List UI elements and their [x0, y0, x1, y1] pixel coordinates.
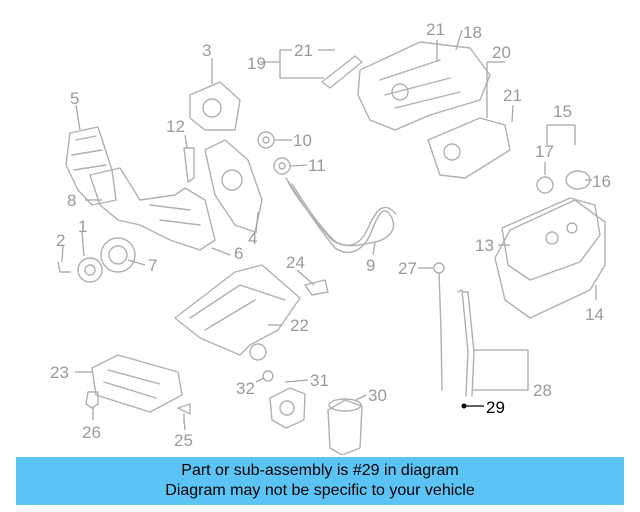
label-6: 6 — [234, 244, 243, 263]
timing-belt-part — [285, 177, 397, 253]
timing-cover-left-part — [65, 126, 117, 206]
label-24: 24 — [286, 253, 305, 272]
filter-housing-31-part — [269, 387, 306, 429]
label-18: 18 — [463, 23, 482, 42]
label-32: 32 — [236, 379, 255, 398]
label-16: 16 — [592, 172, 611, 191]
info-banner: Part or sub-assembly is #29 in diagram D… — [16, 457, 624, 505]
label-13: 13 — [475, 236, 494, 255]
label-26: 26 — [82, 423, 101, 442]
label-21-c: 21 — [503, 86, 522, 105]
crank-pulley-part — [77, 237, 136, 283]
label-4: 4 — [248, 229, 257, 248]
oil-filter-30-part — [327, 398, 363, 455]
part-29-marker — [461, 403, 467, 409]
oil-pan-23-part — [91, 354, 183, 413]
valve-cover-13-part — [494, 197, 606, 319]
label-2: 2 — [56, 231, 65, 250]
label-28: 28 — [533, 381, 552, 400]
engine-parts-diagram: 1 2 3 4 5 6 7 8 9 10 11 12 13 14 15 16 1… — [50, 20, 611, 455]
oil-pan-22-part — [174, 264, 301, 361]
label-21-b: 21 — [426, 20, 445, 39]
banner-line-1: Part or sub-assembly is #29 in diagram — [181, 462, 459, 479]
label-3: 3 — [202, 41, 211, 60]
idler-pulley-10-part — [257, 131, 275, 149]
banner-line-2: Diagram may not be specific to your vehi… — [165, 482, 475, 499]
label-11: 11 — [308, 156, 326, 175]
clip-25-part — [177, 403, 191, 423]
cover-4-part — [204, 139, 263, 233]
label-5: 5 — [70, 89, 79, 108]
label-10: 10 — [293, 131, 312, 150]
label-22: 22 — [290, 316, 309, 335]
sensor-24-part — [304, 279, 329, 296]
label-1: 1 — [78, 217, 87, 236]
seal-32-part — [262, 370, 274, 382]
bolt-2-part — [57, 261, 71, 273]
bracket-12-part — [183, 147, 195, 183]
label-14: 14 — [585, 305, 604, 324]
label-23: 23 — [50, 363, 69, 382]
label-30: 30 — [368, 386, 387, 405]
label-27: 27 — [398, 259, 417, 278]
label-19: 19 — [247, 54, 266, 73]
cover-3-part — [189, 81, 241, 131]
dipstick-27-part — [433, 262, 445, 391]
label-15: 15 — [553, 102, 572, 121]
timing-belt-guard-part — [89, 167, 216, 251]
intake-duct-19-part — [321, 55, 363, 89]
label-25: 25 — [174, 431, 193, 450]
label-21-a: 21 — [294, 41, 313, 60]
label-29: 29 — [486, 398, 505, 417]
label-7: 7 — [148, 256, 157, 275]
label-8: 8 — [67, 191, 76, 210]
label-31: 31 — [310, 371, 329, 390]
upper-intake-part — [357, 41, 491, 131]
plug-26-part — [85, 391, 99, 409]
label-12: 12 — [166, 117, 185, 136]
dipstick-tube-28-part — [457, 289, 475, 397]
valve-cover-20-part — [427, 117, 511, 179]
label-20: 20 — [492, 43, 511, 62]
label-9: 9 — [366, 256, 375, 275]
label-17: 17 — [535, 142, 554, 161]
idler-pulley-11-part — [273, 157, 291, 175]
